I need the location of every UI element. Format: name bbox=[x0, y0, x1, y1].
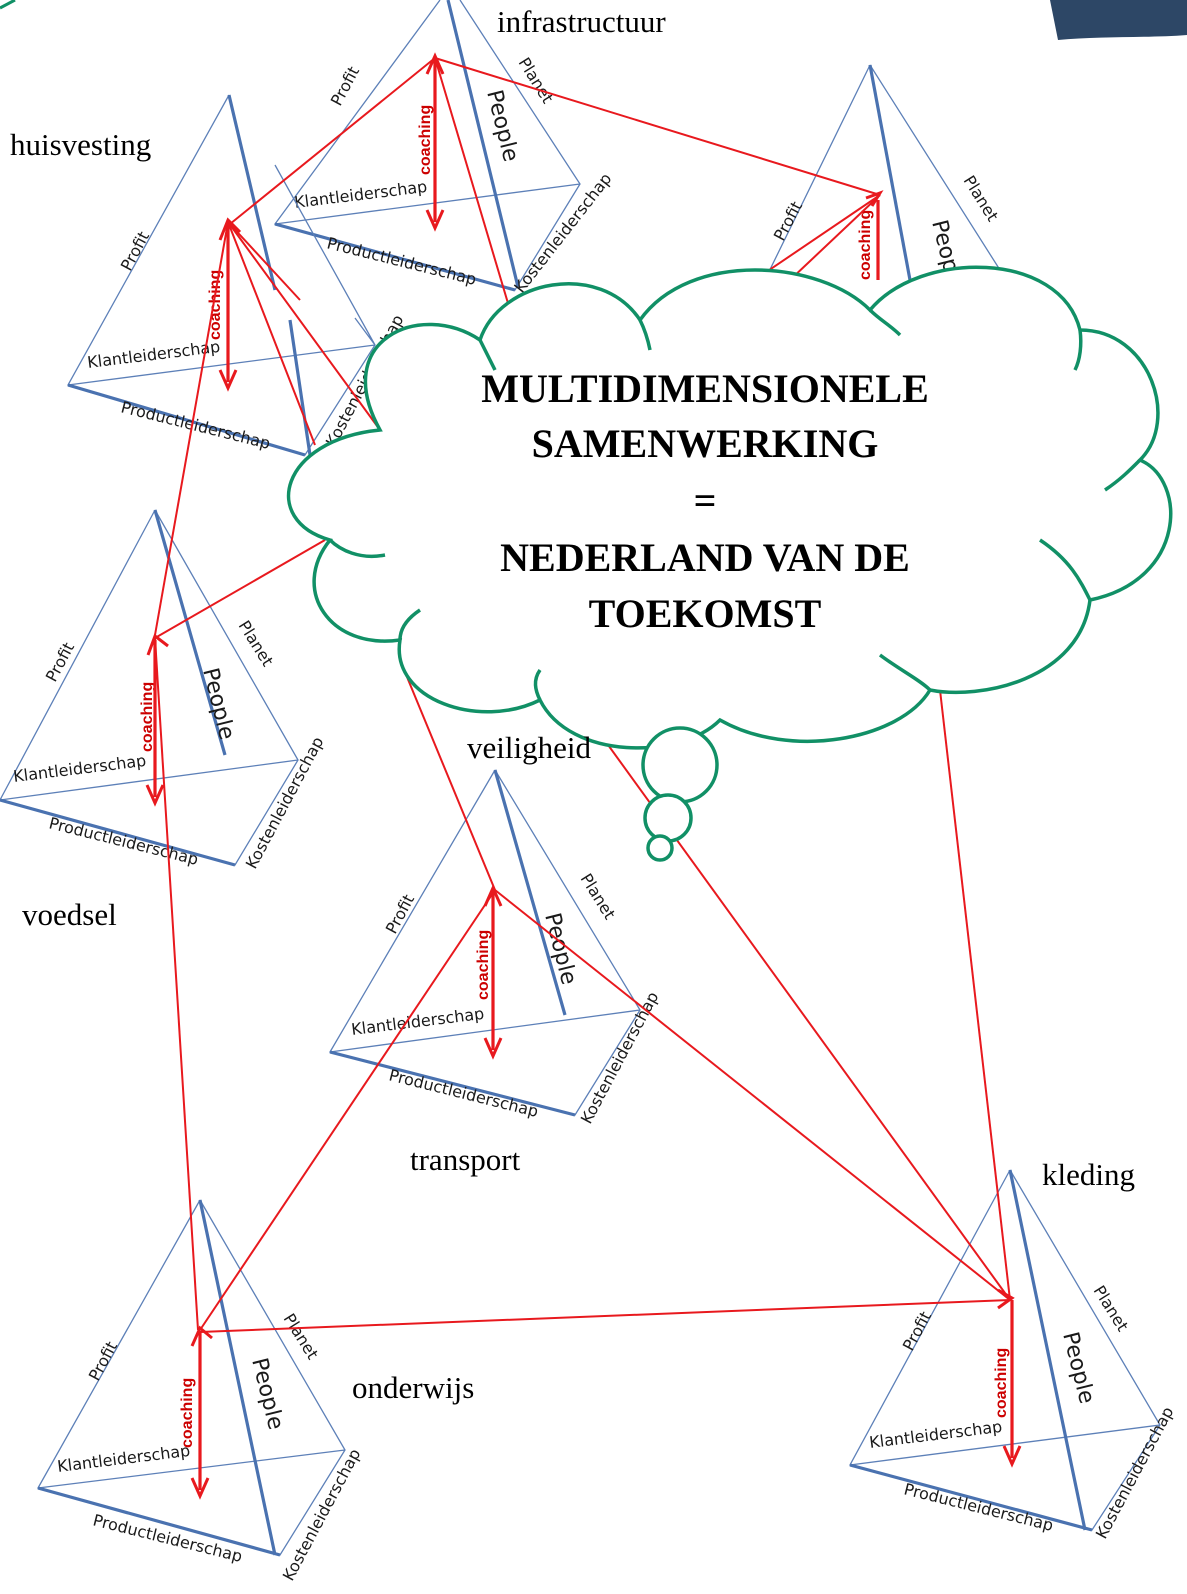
label-klantleiderschap: Klantleiderschap bbox=[56, 1441, 191, 1476]
topic-veiligheid: veiligheid bbox=[467, 730, 591, 765]
cloud-line-5: TOEKOMST bbox=[589, 591, 822, 636]
topic-voedsel: voedsel bbox=[22, 897, 117, 932]
label-kostenleiderschap: Kostenleiderschap bbox=[279, 1445, 365, 1583]
pyramid-kleding: Profit Planet People coaching Klantleide… bbox=[849, 1169, 1178, 1542]
label-productleiderschap: Productleiderschap bbox=[47, 813, 200, 869]
cloud-line-1: MULTIDIMENSIONELE bbox=[481, 366, 929, 411]
label-kostenleiderschap: Kostenleiderschap bbox=[510, 169, 615, 296]
label-coaching: coaching bbox=[475, 930, 492, 1000]
label-kostenleiderschap: Kostenleiderschap bbox=[577, 988, 663, 1126]
label-profit: Profit bbox=[770, 198, 806, 244]
label-planet: Planet bbox=[280, 1310, 323, 1363]
label-klantleiderschap: Klantleiderschap bbox=[868, 1417, 1003, 1452]
label-people: People bbox=[246, 1355, 288, 1432]
label-kostenleiderschap: Kostenleiderschap bbox=[1092, 1403, 1178, 1541]
label-coaching: coaching bbox=[139, 682, 156, 752]
cloud-line-4: NEDERLAND VAN DE bbox=[500, 535, 910, 580]
topic-infrastructuur: infrastructuur bbox=[497, 4, 666, 39]
connection-lines bbox=[145, 52, 1022, 1500]
label-planet: Planet bbox=[1090, 1282, 1133, 1335]
pyramid-infrastructuur: Profit Planet People coaching Klantleide… bbox=[273, 0, 615, 296]
label-people: People bbox=[481, 87, 523, 164]
cloud-line-3: = bbox=[694, 478, 717, 523]
pyramid-topright: Profit Planet People coaching bbox=[759, 64, 1002, 294]
label-klantleiderschap: Klantleiderschap bbox=[12, 751, 147, 786]
label-planet: Planet bbox=[515, 54, 558, 107]
label-productleiderschap: Productleiderschap bbox=[902, 1479, 1055, 1535]
topic-huisvesting: huisvesting bbox=[10, 127, 151, 162]
cloud-line-2: SAMENWERKING bbox=[532, 421, 879, 466]
topic-onderwijs: onderwijs bbox=[352, 1370, 474, 1405]
label-profit: Profit bbox=[117, 228, 153, 274]
label-profit: Profit bbox=[42, 639, 78, 685]
label-profit: Profit bbox=[899, 1308, 935, 1354]
thought-cloud: MULTIDIMENSIONELE SAMENWERKING = NEDERLA… bbox=[286, 265, 1173, 862]
topic-kleding: kleding bbox=[1042, 1157, 1135, 1192]
label-profit: Profit bbox=[327, 63, 363, 109]
corner-arc-decoration bbox=[0, 0, 16, 10]
label-profit: Profit bbox=[382, 891, 418, 937]
label-planet: Planet bbox=[235, 617, 278, 670]
label-profit: Profit bbox=[85, 1338, 121, 1384]
label-coaching: coaching bbox=[993, 1348, 1010, 1418]
label-coaching: coaching bbox=[857, 210, 874, 280]
label-productleiderschap: Productleiderschap bbox=[325, 233, 478, 289]
label-klantleiderschap: Klantleiderschap bbox=[86, 337, 221, 372]
pyramid-voedsel: Profit Planet People coaching Klantleide… bbox=[0, 509, 328, 872]
label-people: People bbox=[197, 665, 239, 742]
label-kostenleiderschap: Kostenleiderschap bbox=[242, 733, 328, 871]
label-coaching: coaching bbox=[417, 105, 434, 175]
label-productleiderschap: Productleiderschap bbox=[387, 1065, 540, 1121]
label-coaching: coaching bbox=[179, 1378, 196, 1448]
corner-image-fragment bbox=[1050, 0, 1187, 40]
pyramid-middle: Profit Planet People coaching Klantleide… bbox=[329, 769, 663, 1127]
label-people: People bbox=[1057, 1329, 1099, 1406]
topic-transport: transport bbox=[410, 1142, 521, 1177]
